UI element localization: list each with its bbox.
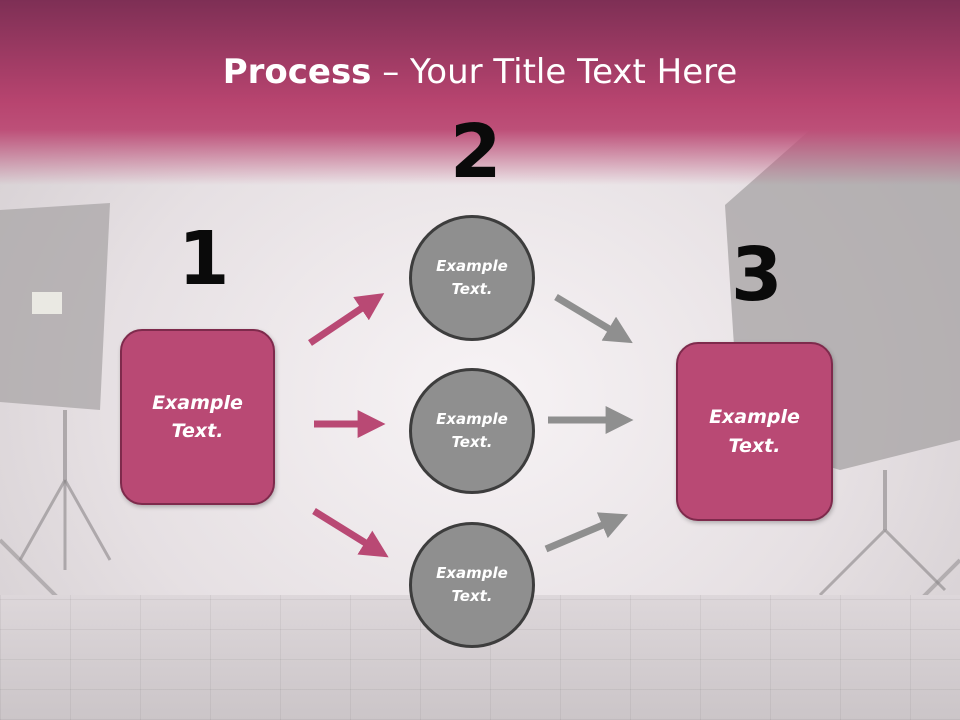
- arrow-down-pink: [312, 508, 389, 558]
- title-rest: – Your Title Text Here: [371, 52, 738, 92]
- arrow-down-gray: [554, 293, 633, 344]
- step-3-number: 3: [731, 232, 783, 318]
- step-2-number: 2: [450, 109, 502, 195]
- arrow-up-pink: [308, 293, 385, 346]
- step-1-number: 1: [178, 216, 230, 302]
- title-bold: Process: [222, 52, 372, 92]
- arrow-up-gray: [544, 512, 629, 553]
- title-banner: [0, 0, 960, 185]
- slide-title: Process – Your Title Text Here: [0, 52, 960, 92]
